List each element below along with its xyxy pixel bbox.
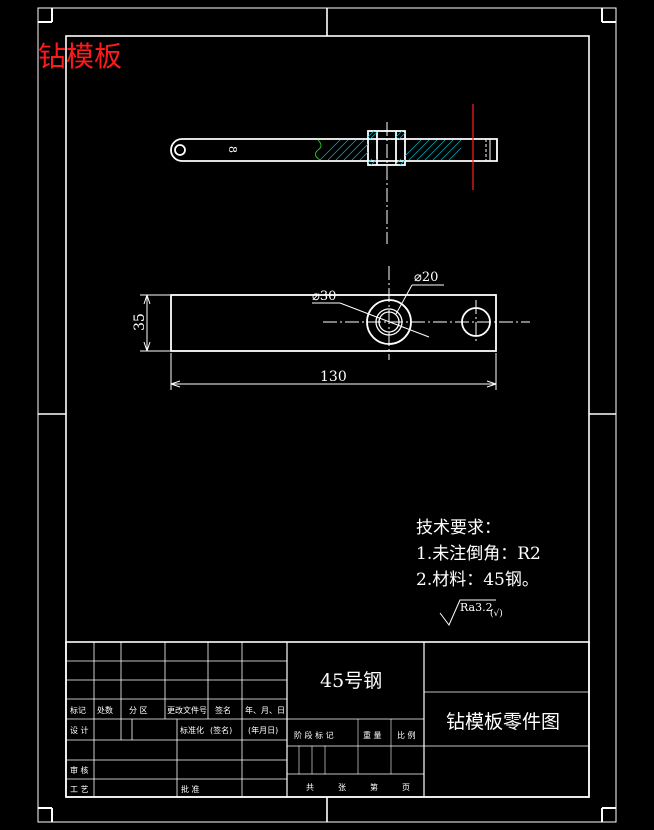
label-page: 页 [402,783,410,792]
label-count: 处数 [97,705,113,715]
label-mark: 标记 [70,705,86,715]
label-review: 审 核 [70,765,89,775]
label-total: 共 [306,783,314,792]
corner-title: 钻模板 [38,40,122,73]
dim-length: 130 [320,369,347,385]
tech-req-item-2: 2.材料：45钢。 [416,570,539,590]
label-scale: 比 例 [397,730,416,740]
break-line [314,139,322,161]
drawing-frame [37,7,617,823]
dim-height: 35 [132,313,148,331]
label-date: 年、月、日 [245,705,285,715]
dim-height-lines [140,294,170,352]
diameter-leaders [312,284,444,338]
tech-req-heading: 技术要求： [416,518,501,538]
label-sheets: 张 [338,783,346,792]
title-block-labels: 标记 处数 分 区 更改文件号 签名 年、月、日 设 计 标准化 (签名) (年… [70,705,416,794]
roughness-suffix: (√) [490,608,503,619]
section-hatch [319,130,462,166]
tech-req-item-1: 1.未注倒角：R2 [416,544,541,564]
material-label: 45号钢 [320,670,382,692]
label-signature: 签名 [215,705,231,715]
label-process: 工 艺 [70,785,89,794]
roughness-value: Ra3.2 [460,601,493,614]
label-change-doc: 更改文件号 [167,705,207,715]
label-date-paren: (年月日) [248,725,278,735]
title-block-grid [65,641,590,798]
label-stage-mark: 阶 段 标 记 [294,730,334,740]
dim-diameter-small: ⌀20 [414,270,438,285]
dim-thickness: 8 [226,146,239,153]
label-sheet-no: 第 [370,782,378,792]
label-zone: 分 区 [129,706,148,715]
label-signature-paren: (签名) [210,725,232,735]
roughness-symbol [439,599,496,626]
label-standardize: 标准化 [180,725,204,735]
side-view-centerlines [386,104,474,244]
side-view [170,130,498,166]
label-approve: 批 准 [181,784,200,794]
dim-diameter-large: ⌀30 [312,289,336,304]
drawing-name: 钻模板零件图 [446,711,560,733]
label-weight: 重 量 [363,730,382,740]
label-design: 设 计 [70,725,89,735]
dim-length-lines [170,353,497,390]
front-view-centerlines [323,266,530,360]
